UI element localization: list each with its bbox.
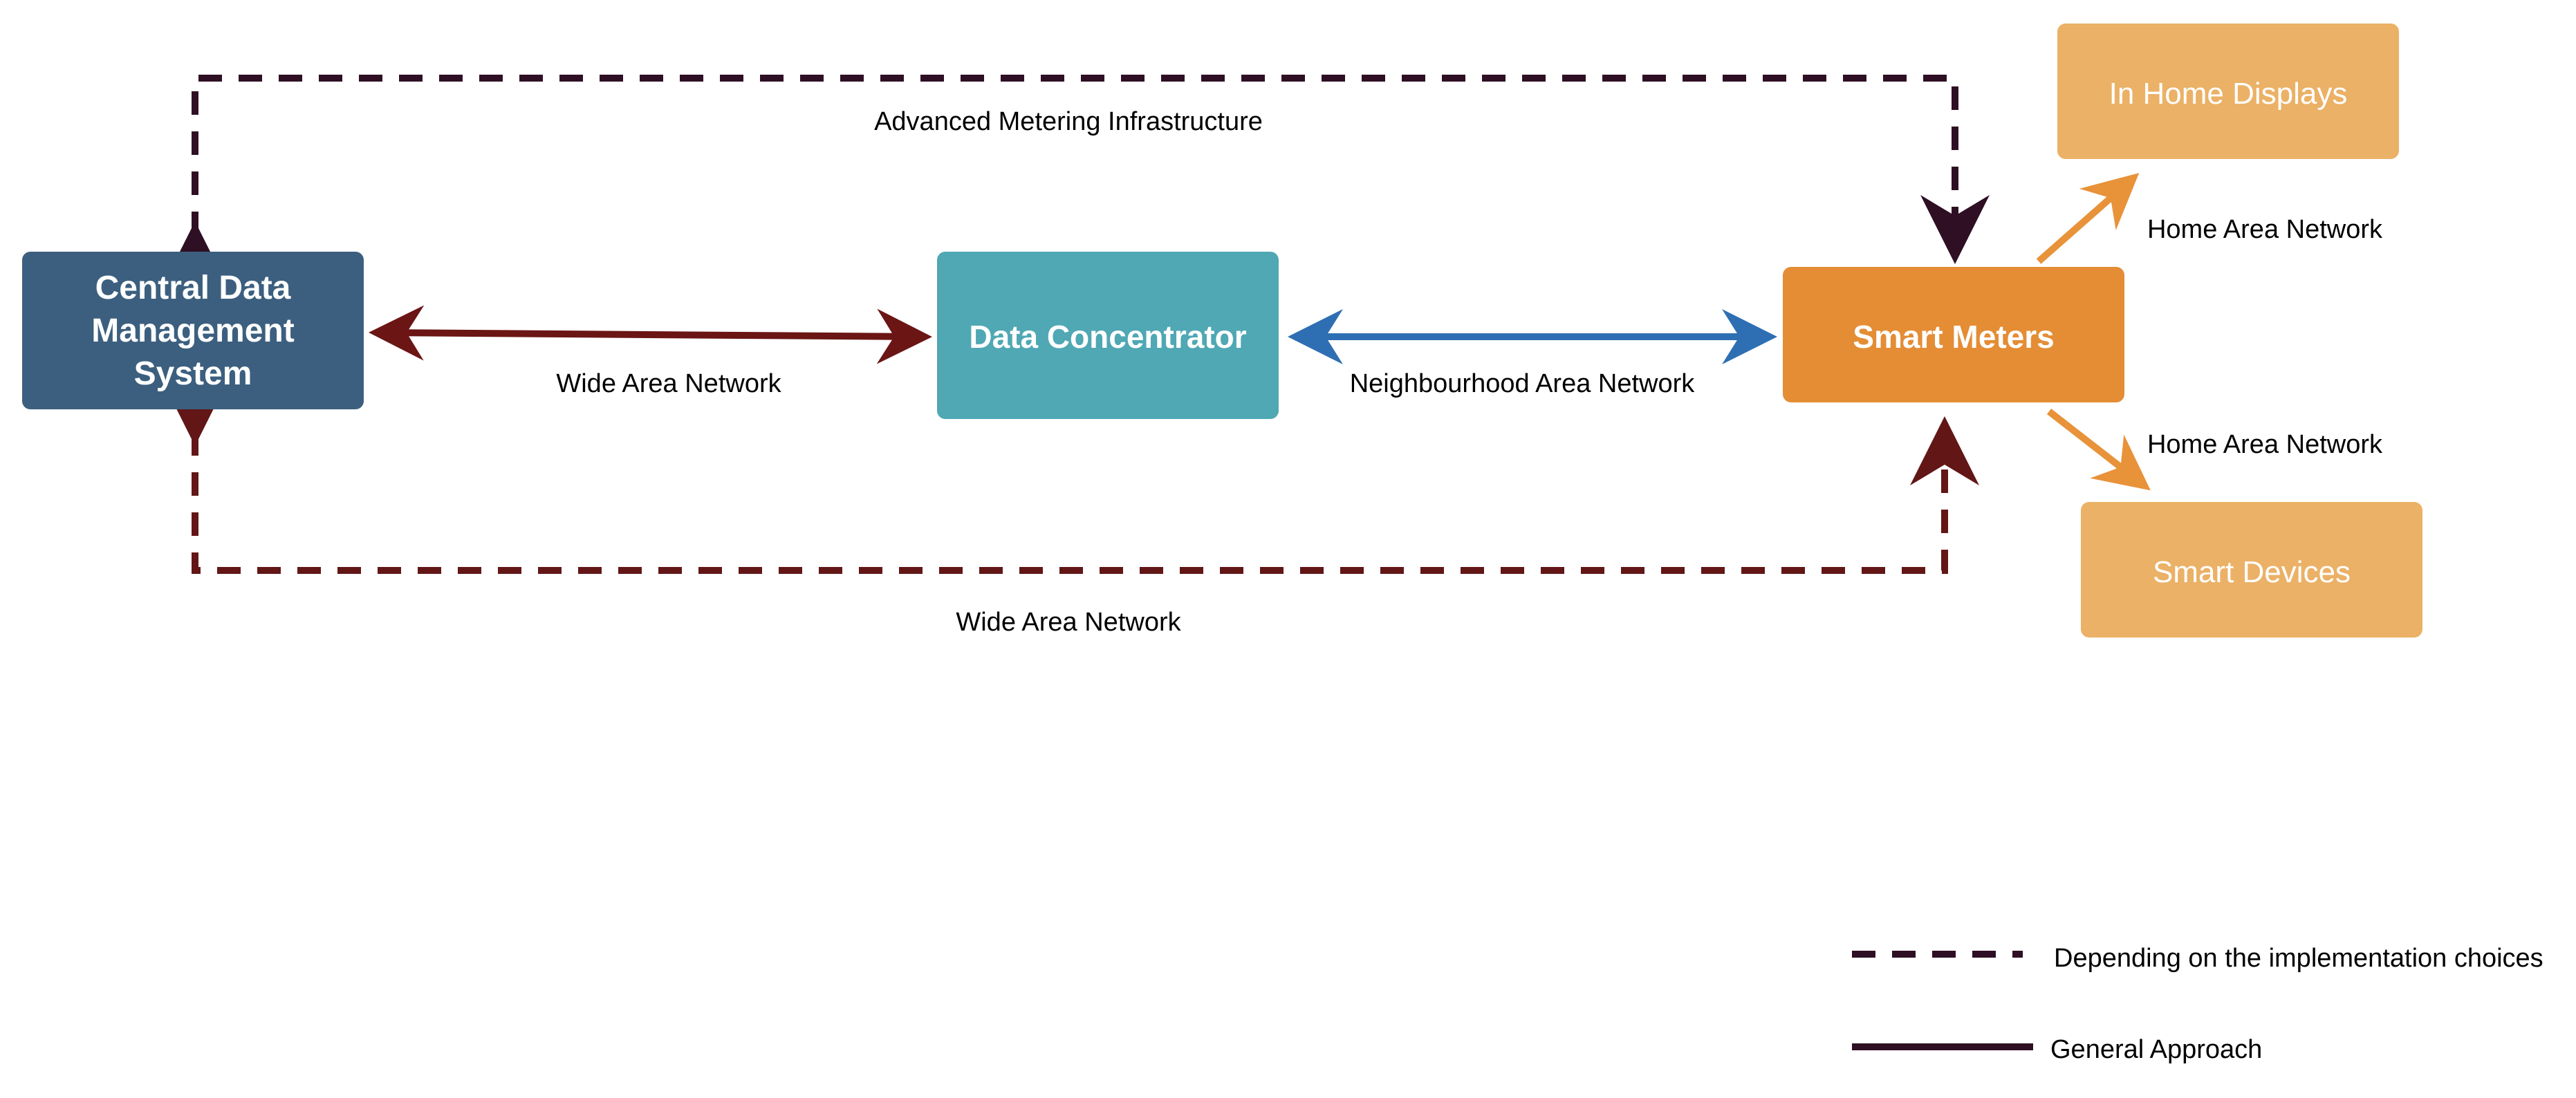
smart-meters-node-label: Smart Meters — [1853, 319, 2054, 355]
central-node-line-3: System — [134, 355, 252, 392]
in-home-displays-node: In Home Displays — [2057, 24, 2399, 159]
ami-dashed-connector — [160, 75, 1990, 290]
nan-label: Neighbourhood Area Network — [1350, 369, 1696, 398]
central-node-line-2: Management — [91, 313, 294, 349]
han-arrow-devices — [2046, 409, 2151, 491]
smart-meters-node: Smart Meters — [1783, 267, 2124, 402]
in-home-displays-node-label: In Home Displays — [2109, 77, 2348, 111]
in-home-displays-node-box — [2057, 24, 2399, 159]
wan-dashed-connector — [160, 377, 1979, 574]
concentrator-node-label: Data Concentrator — [969, 319, 1246, 355]
smart-meters-node-box — [1783, 267, 2124, 402]
legend-solid-label: General Approach — [2050, 1035, 2262, 1064]
smart-devices-node-box — [2081, 502, 2422, 638]
han-bottom-label: Home Area Network — [2147, 430, 2383, 459]
han-top-label: Home Area Network — [2147, 215, 2383, 244]
han-arrow-displays — [2036, 173, 2140, 264]
smart-devices-node: Smart Devices — [2081, 502, 2422, 638]
ami-label: Advanced Metering Infrastructure — [874, 107, 1263, 136]
legend-dashed-label: Depending on the implementation choices — [2054, 944, 2543, 973]
smart-devices-node-label: Smart Devices — [2153, 555, 2351, 589]
wan-arrow — [369, 305, 932, 364]
wan-label: Wide Area Network — [556, 369, 781, 398]
central-node-box — [22, 252, 364, 409]
data-concentrator-node: Data Concentrator — [937, 252, 1279, 419]
concentrator-node-box — [937, 252, 1279, 419]
central-node-line-1: Central Data — [95, 270, 291, 306]
legend: Depending on the implementation choices … — [1852, 944, 2543, 1064]
central-data-management-node: Central Data Management System — [22, 252, 364, 409]
wan-bottom-label: Wide Area Network — [956, 608, 1181, 637]
